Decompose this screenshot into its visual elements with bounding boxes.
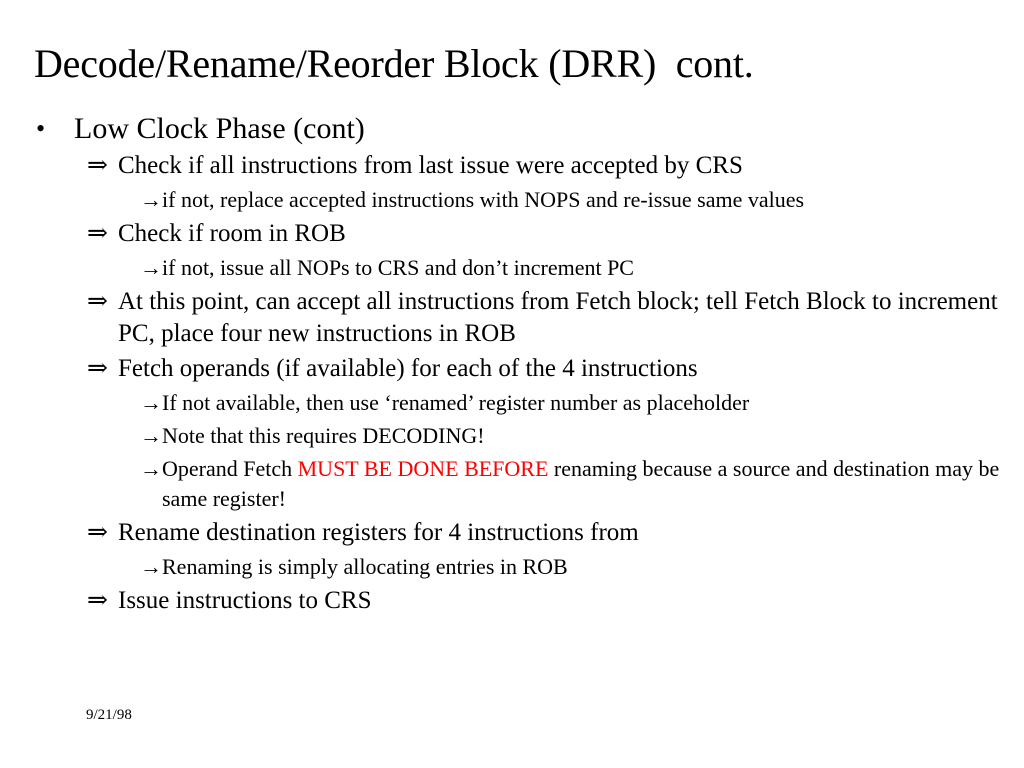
bullet-text: Issue instructions to CRS	[118, 587, 372, 614]
bullet-text: If not available, then use ‘renamed’ reg…	[162, 390, 750, 415]
double-arrow-icon: ⇒	[87, 519, 108, 546]
double-arrow-icon: ⇒	[87, 587, 108, 614]
slide-body: • Low Clock Phase (cont) ⇒ Check if all …	[0, 110, 1024, 620]
bullet-text-prefix: Operand Fetch	[162, 456, 298, 481]
arrow-icon: →	[140, 456, 162, 481]
double-arrow-icon: ⇒	[87, 288, 108, 315]
bullet-text: Fetch operands (if available) for each o…	[118, 355, 698, 382]
bullet-level2-check-room-in-rob: ⇒ Check if room in ROB	[0, 218, 1024, 250]
bullet-text: Rename destination registers for 4 instr…	[118, 519, 639, 546]
bullet-level2-check-instructions-accepted: ⇒ Check if all instructions from last is…	[0, 150, 1024, 182]
bullet-level3-renaming-allocates-rob-entries: → Renaming is simply allocating entries …	[0, 552, 1024, 582]
bullet-text: Note that this requires DECODING!	[162, 423, 485, 448]
bullet-text: Low Clock Phase (cont)	[74, 112, 365, 145]
arrow-icon: →	[140, 390, 162, 415]
bullet-level2-accept-all-instructions: ⇒ At this point, can accept all instruct…	[0, 286, 1024, 350]
bullet-level2-rename-destination-registers: ⇒ Rename destination registers for 4 ins…	[0, 517, 1024, 549]
arrow-icon: →	[140, 255, 162, 280]
bullet-text: Check if room in ROB	[118, 220, 346, 247]
bullet-text: Renaming is simply allocating entries in…	[162, 554, 568, 579]
bullet-level3-issue-nops-no-increment: → if not, issue all NOPs to CRS and don’…	[0, 253, 1024, 283]
bullet-dot-icon: •	[36, 114, 46, 143]
bullet-text: if not, replace accepted instructions wi…	[162, 187, 805, 212]
arrow-icon: →	[140, 554, 162, 579]
page-title: Decode/Rename/Reorder Block (DRR) cont.	[34, 41, 754, 86]
bullet-level3-replace-accepted-with-nops: → if not, replace accepted instructions …	[0, 185, 1024, 215]
bullet-text-emphasis: MUST BE DONE BEFORE	[297, 456, 549, 481]
bullet-level2-issue-instructions-to-crs: ⇒ Issue instructions to CRS	[0, 585, 1024, 617]
bullet-level3-requires-decoding: → Note that this requires DECODING!	[0, 421, 1024, 451]
arrow-icon: →	[140, 423, 162, 448]
bullet-level3-renamed-register-placeholder: → If not available, then use ‘renamed’ r…	[0, 388, 1024, 418]
double-arrow-icon: ⇒	[87, 220, 108, 247]
double-arrow-icon: ⇒	[87, 355, 108, 382]
bullet-text-suffix: renaming because a source and destinatio…	[162, 456, 1000, 511]
arrow-icon: →	[140, 187, 162, 212]
double-arrow-icon: ⇒	[87, 152, 108, 179]
bullet-text: At this point, can accept all instructio…	[118, 288, 998, 347]
bullet-text: if not, issue all NOPs to CRS and don’t …	[162, 255, 634, 280]
footer-date: 9/21/98	[86, 707, 132, 723]
bullet-text: Check if all instructions from last issu…	[118, 152, 743, 179]
bullet-level3-operand-fetch-before-renaming: → Operand Fetch MUST BE DONE BEFORE rena…	[0, 454, 1024, 514]
bullet-level2-fetch-operands: ⇒ Fetch operands (if available) for each…	[0, 353, 1024, 385]
bullet-level1-low-clock-phase: • Low Clock Phase (cont)	[0, 110, 1024, 148]
